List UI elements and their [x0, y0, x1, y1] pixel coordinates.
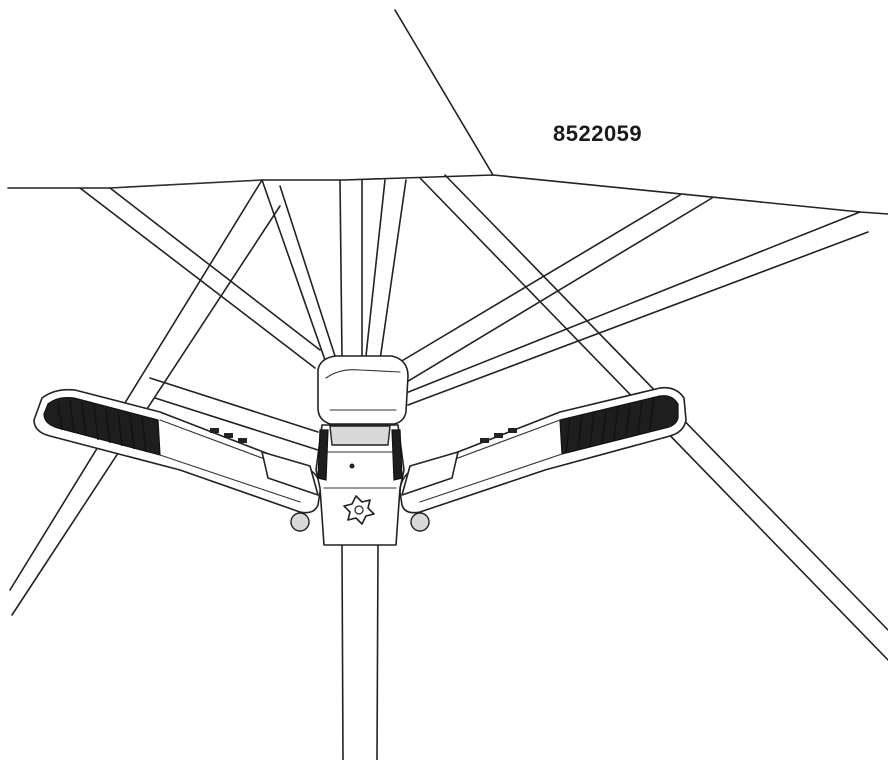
umbrella-canopy [7, 9, 888, 215]
left-heater-panel [33, 388, 322, 532]
clamp-knob [343, 495, 375, 525]
left-vent-slots [210, 428, 247, 443]
left-heater-grille [57, 399, 147, 453]
right-vent-slots [480, 428, 517, 443]
right-heater-grille [565, 396, 655, 453]
umbrella-pole [341, 544, 379, 760]
center-hub [317, 355, 409, 425]
umbrella-ribs [9, 174, 888, 661]
right-heater-panel [399, 386, 687, 532]
model-number-label: 8522059 [553, 121, 643, 146]
mounting-clamp [315, 424, 405, 546]
